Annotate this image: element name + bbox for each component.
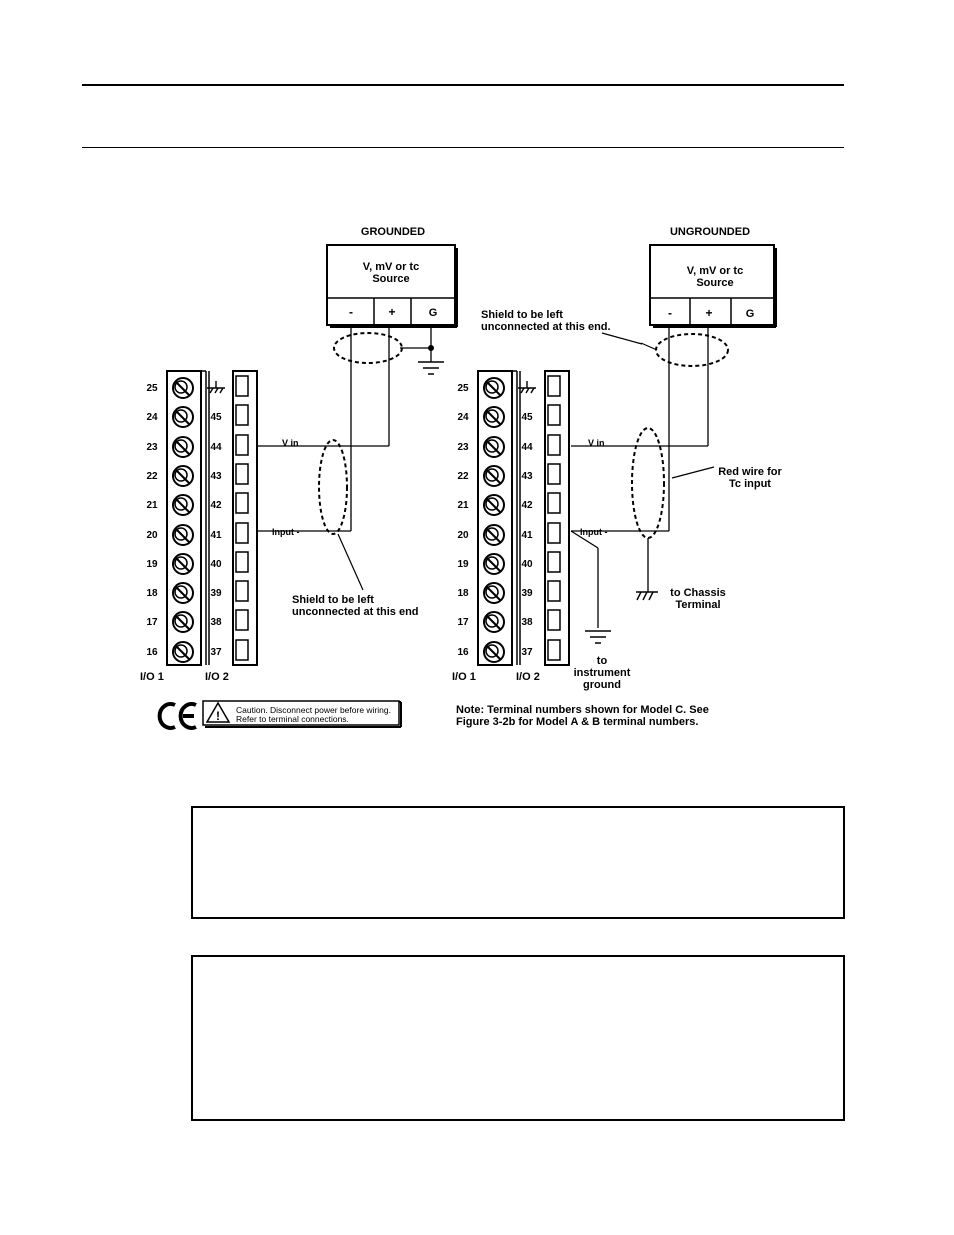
right-io1-number: 20 — [457, 530, 469, 541]
right-terminal-plus: + — [705, 306, 712, 320]
right-io1-number: 22 — [457, 471, 469, 482]
right-block-chassis-ground-icon — [518, 381, 536, 394]
empty-note-box — [191, 806, 845, 919]
left-shield-lower — [318, 439, 348, 535]
ce-mark — [157, 702, 197, 730]
right-shield-lower — [631, 427, 665, 539]
left-io2-label: I/O 2 — [205, 671, 229, 683]
left-shield-top — [333, 332, 403, 364]
left-io1-number: 25 — [146, 383, 158, 394]
right-terminal-block — [477, 370, 570, 666]
right-io1-number: 23 — [457, 442, 469, 453]
left-source-line1: V, mV or tc — [363, 261, 419, 273]
chassis-line2: Terminal — [675, 599, 720, 611]
left-io1-label: I/O 1 — [140, 671, 164, 683]
header-rule-bottom — [82, 147, 844, 148]
right-vin-label: V in — [588, 438, 605, 448]
right-io2-number: 38 — [521, 617, 533, 628]
left-source-box: V, mV or tc Source - + G — [326, 244, 458, 328]
caution-label: ! Caution. Disconnect power before wirin… — [202, 700, 402, 728]
caution-line2: Refer to terminal connections. — [236, 714, 349, 724]
instrument-line3: ground — [583, 679, 621, 691]
left-io2-number: 41 — [210, 530, 222, 541]
right-shield-note-line1: Shield to be left — [481, 309, 563, 321]
instrument-line1: to — [597, 655, 608, 667]
right-io2-number: 42 — [521, 500, 533, 511]
right-io1-label: I/O 1 — [452, 671, 476, 683]
left-chassis-ground-symbol — [207, 381, 225, 394]
right-io2-number: 45 — [521, 412, 533, 423]
right-io2-number: 43 — [521, 471, 533, 482]
right-io2-number: 40 — [521, 559, 533, 570]
left-io1-number: 22 — [146, 471, 158, 482]
instrument-line2: instrument — [574, 667, 631, 679]
right-terminal-g: G — [746, 308, 755, 320]
red-wire-line2: Tc input — [729, 478, 771, 490]
right-io1-number: 17 — [457, 617, 469, 628]
right-io2-label: I/O 2 — [516, 671, 540, 683]
empty-caution-box — [191, 955, 845, 1121]
right-source-line2: Source — [696, 277, 733, 289]
right-io2-number: 41 — [521, 530, 533, 541]
right-title: UNGROUNDED — [670, 226, 750, 238]
right-io1-number: 19 — [457, 559, 469, 570]
caution-line1: Caution. Disconnect power before wiring. — [236, 705, 391, 715]
left-terminal-plus: + — [388, 305, 395, 319]
right-io1-number: 18 — [457, 588, 469, 599]
left-io2-number: 38 — [210, 617, 222, 628]
left-earth-ground-symbol — [418, 361, 444, 375]
right-io1-number: 16 — [457, 647, 469, 658]
left-title: GROUNDED — [361, 226, 425, 238]
left-io1-number: 17 — [146, 617, 158, 628]
left-io2-number: 44 — [210, 442, 222, 453]
left-io1-number: 16 — [146, 647, 158, 658]
left-io2-number: 40 — [210, 559, 222, 570]
left-terminal-minus: - — [349, 305, 353, 319]
chassis-line1: to Chassis — [670, 587, 726, 599]
right-input-label: Input - — [580, 527, 608, 537]
right-io2-number: 37 — [521, 647, 533, 658]
left-source-line2: Source — [372, 273, 409, 285]
left-shield-note-line2: unconnected at this end — [292, 606, 419, 618]
right-ungrounded-diagram: UNGROUNDED V, mV or tc Source - + G — [452, 226, 782, 728]
right-source-box: V, mV or tc Source - + G — [649, 244, 777, 328]
note-line1: Note: Terminal numbers shown for Model C… — [456, 704, 709, 716]
left-io2-number: 37 — [210, 647, 222, 658]
svg-text:!: ! — [216, 709, 220, 723]
left-io1-number: 18 — [146, 588, 158, 599]
left-io2-number: 43 — [210, 471, 222, 482]
red-wire-line1: Red wire for — [718, 466, 782, 478]
warning-triangle-icon: ! — [205, 701, 231, 723]
right-io1-number: 25 — [457, 383, 469, 394]
header-rule-top — [82, 84, 844, 86]
right-shield-note-line2: unconnected at this end. — [481, 321, 611, 333]
left-input-label: Input - — [272, 527, 300, 537]
left-terminal-block — [166, 370, 258, 666]
right-source-line1: V, mV or tc — [687, 265, 743, 277]
left-vin-label: V in — [282, 438, 299, 448]
left-shield-note-line1: Shield to be left — [292, 594, 374, 606]
left-io1-number: 21 — [146, 500, 158, 511]
left-io2-number: 42 — [210, 500, 222, 511]
left-io1-number: 23 — [146, 442, 158, 453]
left-io1-number: 20 — [146, 530, 158, 541]
right-chassis-ground-symbol — [636, 591, 658, 601]
right-shield-top — [655, 333, 729, 367]
right-io2-number: 44 — [521, 442, 533, 453]
left-io1-number: 24 — [146, 412, 158, 423]
note-line2: Figure 3-2b for Model A & B terminal num… — [456, 716, 698, 728]
left-io1-number: 19 — [146, 559, 158, 570]
left-io2-number: 39 — [210, 588, 222, 599]
instrument-ground-symbol — [585, 630, 611, 644]
left-terminal-g: G — [429, 307, 438, 319]
left-io2-number: 45 — [210, 412, 222, 423]
right-io1-number: 21 — [457, 500, 469, 511]
left-grounded-diagram: GROUNDED V, mV or tc Source - + G — [140, 226, 458, 730]
right-terminal-minus: - — [668, 306, 672, 320]
right-io2-number: 39 — [521, 588, 533, 599]
right-io1-number: 24 — [457, 412, 469, 423]
